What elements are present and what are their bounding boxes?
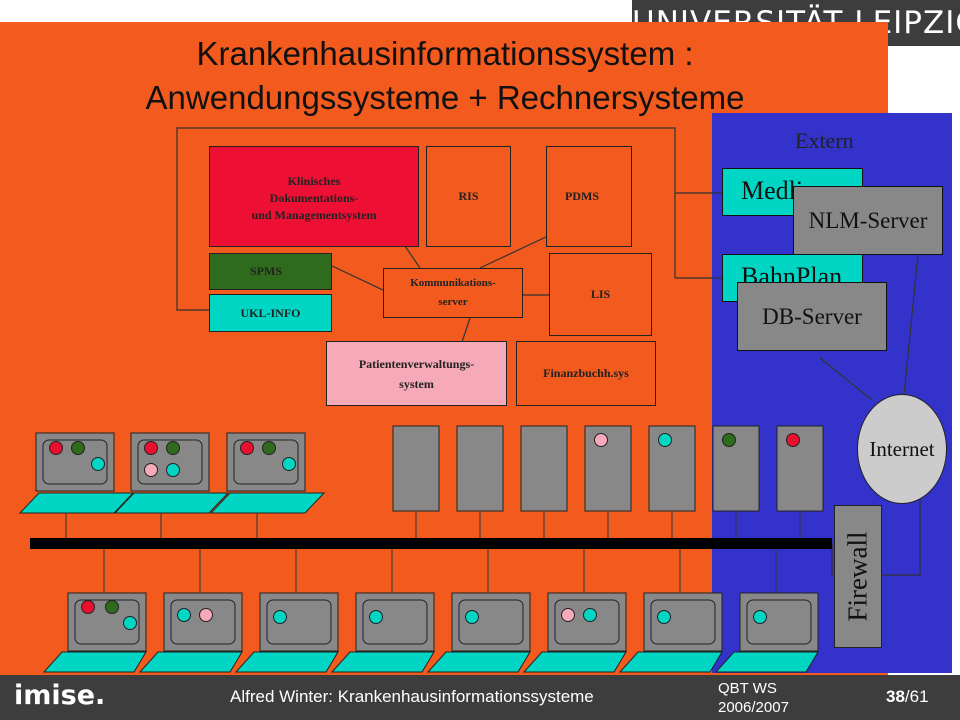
footer-course-line2: 2006/2007 (718, 699, 789, 716)
title-line-1: Krankenhausinformationssystem : (196, 35, 694, 72)
ris-box: RIS (426, 146, 511, 247)
workstation-keyboard (234, 651, 339, 673)
status-dot (144, 441, 158, 455)
status-dot (722, 433, 736, 447)
workstation-keyboard (18, 492, 135, 514)
spms-label: SPMS (250, 264, 283, 278)
ukl-info-label: UKL-INFO (240, 305, 301, 320)
footer-course: QBT WS 2006/2007 (718, 679, 789, 717)
kdms-label-1: Klinisches (287, 174, 341, 188)
status-dot (166, 463, 180, 477)
spms-box: SPMS (209, 253, 332, 290)
status-dot (369, 610, 383, 624)
server-tower (520, 425, 568, 512)
pvs-label-2: system (399, 376, 434, 391)
status-dot (81, 600, 95, 614)
nlm-server-box: NLM-Server (793, 186, 943, 255)
workstation-keyboard (714, 651, 819, 673)
title-line-2: Anwendungssysteme + Rechnersysteme (145, 79, 745, 116)
status-dot (753, 610, 767, 624)
server-tower (776, 425, 824, 512)
status-dot (199, 608, 213, 622)
server-tower (648, 425, 696, 512)
kdms-label-2: Dokumentations- (269, 191, 359, 205)
page-total: /61 (904, 687, 929, 706)
footer-course-line1: QBT WS (718, 680, 777, 697)
kdms-label-3: und Managementsystem (251, 208, 377, 222)
internet-label: Internet (869, 436, 935, 461)
workstation-keyboard (138, 651, 243, 673)
workstation-display (554, 599, 620, 645)
status-dot (123, 616, 137, 630)
status-dot (657, 610, 671, 624)
kdms-box: Klinisches Dokumentations- und Managemen… (209, 146, 419, 247)
status-dot (658, 433, 672, 447)
workstation-keyboard (618, 651, 723, 673)
fibu-label: Finanzbuchh.sys (543, 366, 629, 380)
status-dot (594, 433, 608, 447)
workstation-keyboard (42, 651, 147, 673)
status-dot (49, 441, 63, 455)
server-tower (456, 425, 504, 512)
workstation-keyboard (113, 492, 230, 514)
lis-box: LIS (549, 253, 652, 336)
status-dot (177, 608, 191, 622)
patientenverwaltung-box: Patientenverwaltungs- system (326, 341, 507, 406)
status-dot (144, 463, 158, 477)
status-dot (240, 441, 254, 455)
workstation-keyboard (522, 651, 627, 673)
server-tower (392, 425, 440, 512)
ukl-info-box: UKL-INFO (209, 294, 332, 332)
nlm-server-label: NLM-Server (808, 207, 928, 233)
finanzbuchhaltung-box: Finanzbuchh.sys (516, 341, 656, 406)
status-dot (273, 610, 287, 624)
workstation-display (170, 599, 236, 645)
komm-label-2: server (438, 296, 468, 308)
workstation-keyboard (209, 492, 326, 514)
workstation-keyboard (330, 651, 435, 673)
status-dot (561, 608, 575, 622)
status-dot (786, 433, 800, 447)
network-bus (30, 538, 832, 549)
pvs-label-1: Patientenverwaltungs- (358, 356, 475, 371)
db-server-box: DB-Server (737, 282, 887, 351)
pdms-box: PDMS (546, 146, 632, 247)
server-tower (584, 425, 632, 512)
status-dot (465, 610, 479, 624)
page-current: 38 (886, 687, 905, 706)
status-dot (71, 441, 85, 455)
workstation-keyboard (426, 651, 531, 673)
ris-label: RIS (458, 189, 479, 203)
slide-title: Krankenhausinformationssystem : Anwendun… (20, 32, 870, 120)
internet-node: Internet (857, 394, 947, 504)
server-tower (712, 425, 760, 512)
firewall-box: Firewall (834, 505, 882, 648)
imise-logo: imise. (14, 680, 106, 711)
pdms-label: PDMS (565, 189, 599, 203)
status-dot (282, 457, 296, 471)
footer-author: Alfred Winter: Krankenhausinformationssy… (230, 687, 594, 706)
komm-label-1: Kommunikations- (410, 277, 496, 289)
status-dot (166, 441, 180, 455)
db-server-label: DB-Server (762, 303, 862, 329)
status-dot (105, 600, 119, 614)
kommunikationsserver-box: Kommunikations- server (383, 268, 523, 318)
extern-label: Extern (795, 128, 854, 153)
lis-label: LIS (590, 287, 611, 301)
footer-bar: imise. Alfred Winter: Krankenhausinforma… (0, 675, 960, 720)
status-dot (91, 457, 105, 471)
status-dot (262, 441, 276, 455)
footer-page: 38/61 (886, 687, 929, 707)
status-dot (583, 608, 597, 622)
